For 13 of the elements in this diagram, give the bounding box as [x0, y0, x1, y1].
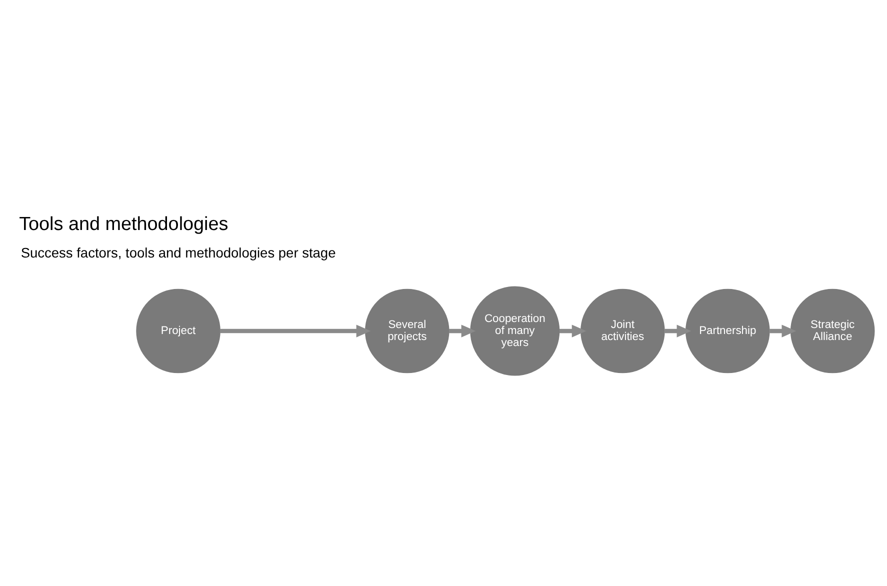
label: Success factors, tools and methodologies per stage	[20, 245, 336, 260]
node-circle: Project	[136, 288, 220, 373]
arrow	[560, 324, 586, 337]
arrow	[664, 324, 692, 337]
arrow	[770, 324, 796, 337]
arrow	[220, 324, 371, 337]
diagram-title: Tools and methodologies	[19, 214, 228, 235]
node-circle: Strategic Alliance	[790, 288, 875, 373]
node-circle: Several projects	[364, 288, 450, 373]
arrow	[449, 324, 476, 337]
node-circle: Joint activities	[580, 288, 665, 373]
node-circle: Partnership	[685, 288, 770, 373]
node-circle: Cooperation of many years	[470, 286, 560, 376]
